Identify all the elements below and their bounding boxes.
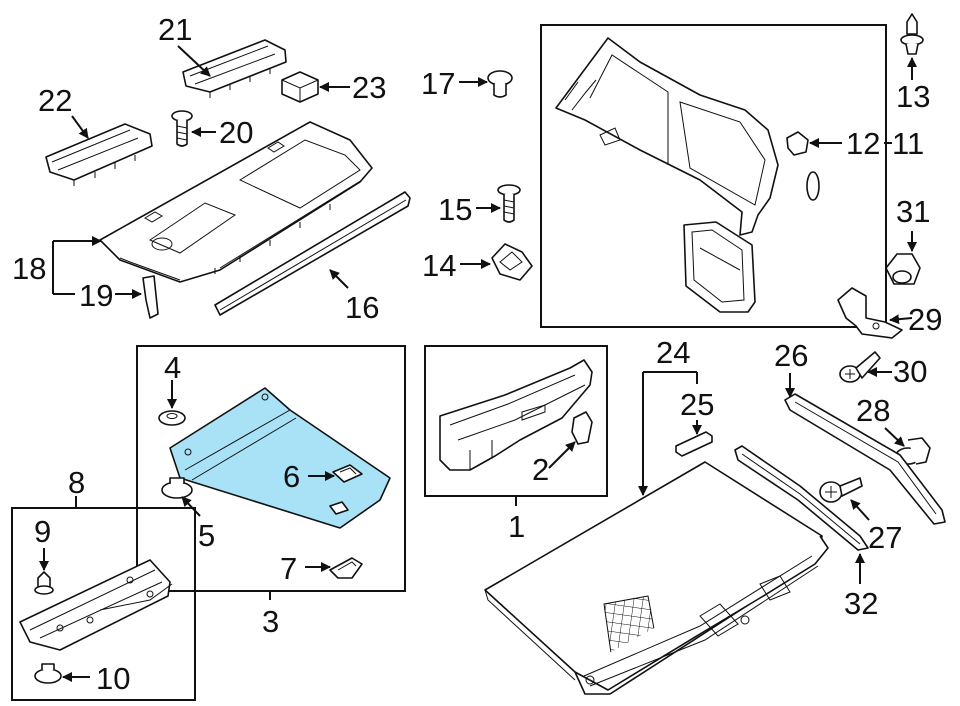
callout-18: 18: [12, 251, 46, 286]
callout-3: 3: [262, 604, 279, 639]
callout-24: 24: [656, 335, 690, 370]
part-20-bolt: [171, 110, 193, 147]
part-8-bracket: [19, 559, 173, 651]
callout-labels: 21 22 23 20 17 15 14 18 19 16 12 11 13 3…: [12, 12, 942, 696]
part-2-clip: [571, 411, 593, 445]
part-22-cover: [45, 123, 153, 186]
callout-17: 17: [421, 66, 455, 101]
part-9-pin: [34, 571, 54, 595]
part-26-rail: [784, 393, 946, 525]
callout-15: 15: [438, 192, 472, 227]
part-17-clip: [487, 70, 513, 98]
part-19-bracket: [142, 275, 159, 319]
callout-11: 11: [892, 126, 924, 161]
callout-22: 22: [38, 83, 72, 118]
callout-10: 10: [96, 661, 130, 696]
part-25-clip: [675, 431, 713, 457]
callout-21: 21: [158, 12, 192, 47]
group-box-8: [11, 507, 196, 701]
part-12-clip: [786, 131, 809, 156]
part-16-strip: [214, 191, 411, 316]
callout-25: 25: [680, 387, 714, 422]
callout-13: 13: [896, 79, 930, 114]
callout-31: 31: [896, 194, 930, 229]
part-6-plug-lower: [329, 501, 349, 515]
part-27-screw: [819, 477, 863, 503]
part-1-trim: [439, 359, 593, 471]
part-13-fastener: [900, 13, 924, 55]
part-10-grommet: [34, 663, 62, 684]
callout-16: 16: [345, 290, 379, 325]
callout-2: 2: [532, 452, 549, 487]
callout-19: 19: [79, 278, 113, 313]
part-21-cover: [182, 39, 287, 98]
part-18-package-tray: [99, 121, 373, 283]
part-4-grommet: [158, 410, 186, 426]
callout-8: 8: [68, 465, 85, 500]
part-14-bracket: [491, 243, 533, 281]
leader-lines: [39, 45, 917, 682]
part-11-plug: [806, 171, 820, 201]
callout-27: 27: [868, 520, 902, 555]
callout-1: 1: [508, 509, 525, 544]
callout-6: 6: [283, 459, 300, 494]
part-7-pad: [329, 557, 363, 579]
part-23-clip: [281, 71, 319, 103]
callout-5: 5: [198, 518, 215, 553]
callout-23: 23: [352, 70, 386, 105]
part-15-bolt: [497, 184, 521, 223]
part-6-plug: [332, 464, 363, 483]
part-30-screw: [839, 351, 881, 383]
callout-4: 4: [164, 350, 181, 385]
callout-9: 9: [34, 514, 51, 549]
callout-26: 26: [774, 338, 808, 373]
callout-12: 12: [846, 126, 880, 161]
part-3-floor-panel: [169, 387, 391, 529]
part-29-bracket: [837, 287, 903, 339]
callout-30: 30: [893, 354, 927, 389]
callout-32: 32: [844, 586, 878, 621]
callout-28: 28: [856, 393, 890, 428]
group-box-11: [540, 24, 887, 328]
callout-29: 29: [908, 302, 942, 337]
part-24-cargo-net: [484, 461, 829, 695]
callout-14: 14: [422, 248, 456, 283]
part-11-trim-panel: [555, 37, 779, 313]
callout-20: 20: [219, 115, 253, 150]
part-31-nut: [885, 253, 921, 285]
callout-7: 7: [280, 551, 297, 586]
part-32-rail: [734, 445, 869, 551]
part-5-grommet: [161, 477, 193, 499]
